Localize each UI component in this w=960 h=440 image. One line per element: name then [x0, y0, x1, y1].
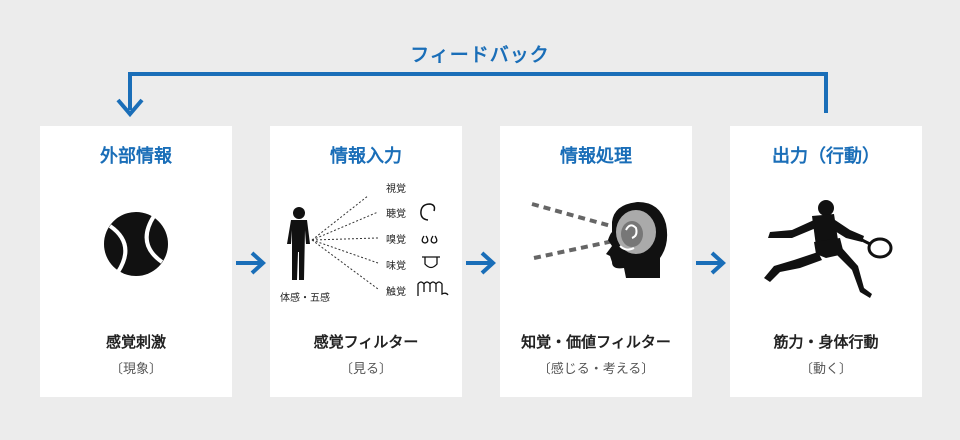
card-caption: 感覚刺激 — [105, 333, 166, 351]
card-title: 情報入力 — [330, 146, 402, 167]
sense-label: 味覚 — [386, 261, 406, 272]
body-label: 体感・五感 — [280, 293, 330, 304]
card-output-action: 出力（行動） 筋力・身体行動 〔動く〕 — [730, 126, 922, 397]
flow-arrow-icon — [466, 251, 496, 275]
person-silhouette-icon — [287, 207, 310, 280]
card-sub: 〔動く〕 — [799, 362, 852, 377]
flow-arrow-icon — [236, 251, 266, 275]
card-sub: 〔感じる・考える〕 — [537, 362, 655, 377]
card-info-processing: 情報処理 知覚・価値フィルター 〔感じる・考える〕 — [500, 126, 692, 397]
card-caption: 感覚フィルター — [313, 333, 419, 351]
tennis-ball-icon — [104, 212, 168, 276]
tongue-icon — [422, 256, 440, 269]
card-caption: 知覚・価値フィルター — [521, 333, 671, 351]
sense-label: 嗅覚 — [386, 235, 406, 246]
feedback-loop-arrow — [116, 72, 828, 118]
sense-label: 視覚 — [386, 184, 406, 195]
card-title: 外部情報 — [100, 146, 172, 167]
card-sub: 〔見る〕 — [339, 362, 392, 377]
card-caption: 筋力・身体行動 — [773, 333, 879, 351]
card-sub: 〔現象〕 — [109, 362, 162, 377]
card-title: 出力（行動） — [772, 146, 880, 167]
feedback-label: フィードバック — [410, 44, 550, 66]
ear-icon — [420, 203, 436, 221]
head-brain-icon — [531, 202, 668, 278]
sense-label: 聴覚 — [386, 209, 406, 220]
flow-arrow-icon — [696, 251, 726, 275]
tennis-player-icon — [764, 200, 893, 298]
person-senses-icon — [287, 196, 449, 296]
sense-label: 触覚 — [386, 287, 406, 298]
nose-icon — [421, 235, 438, 244]
hand-icon — [417, 281, 449, 296]
card-external-info: 外部情報 感覚刺激 〔現象〕 — [40, 126, 232, 397]
card-title: 情報処理 — [560, 146, 632, 167]
card-info-input: 情報入力 視覚 聴覚 嗅覚 味覚 触覚 体感・五感 感覚フィルター — [270, 126, 462, 397]
